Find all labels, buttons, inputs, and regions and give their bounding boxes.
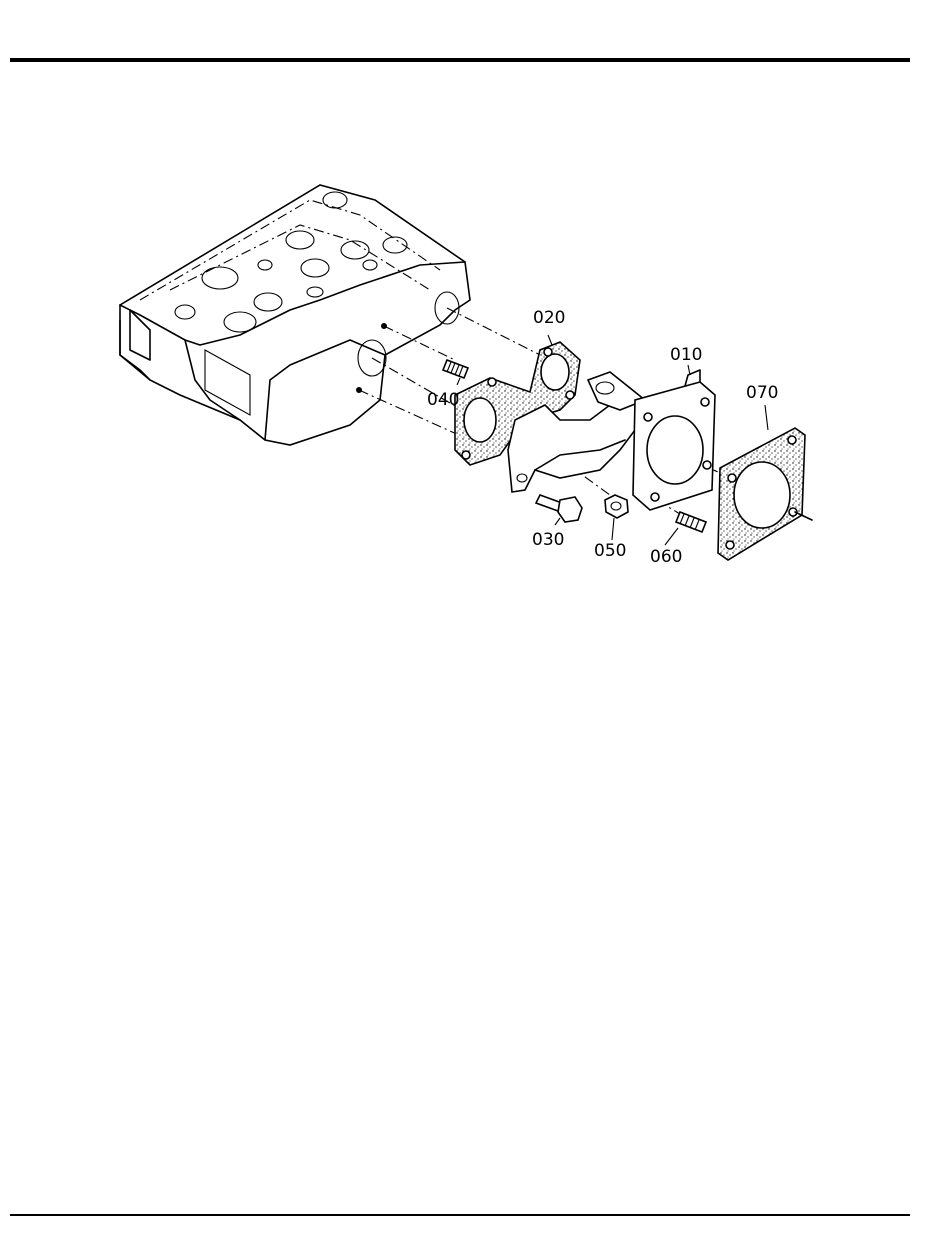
part-label-010: 010 (670, 345, 702, 365)
stud-040 (443, 360, 468, 378)
part-label-020: 020 (533, 308, 565, 328)
part-label-070: 070 (746, 383, 778, 403)
part-label-030: 030 (532, 530, 564, 550)
bolt-030 (536, 495, 582, 522)
stud-060 (676, 512, 706, 532)
part-label-060: 060 (650, 547, 682, 567)
part-label-040: 040 (427, 390, 459, 410)
cylinder-head (120, 185, 470, 445)
nut-050 (605, 495, 628, 518)
part-label-050: 050 (594, 541, 626, 561)
footer-rule (10, 1214, 910, 1216)
gasket-070 (718, 428, 812, 560)
